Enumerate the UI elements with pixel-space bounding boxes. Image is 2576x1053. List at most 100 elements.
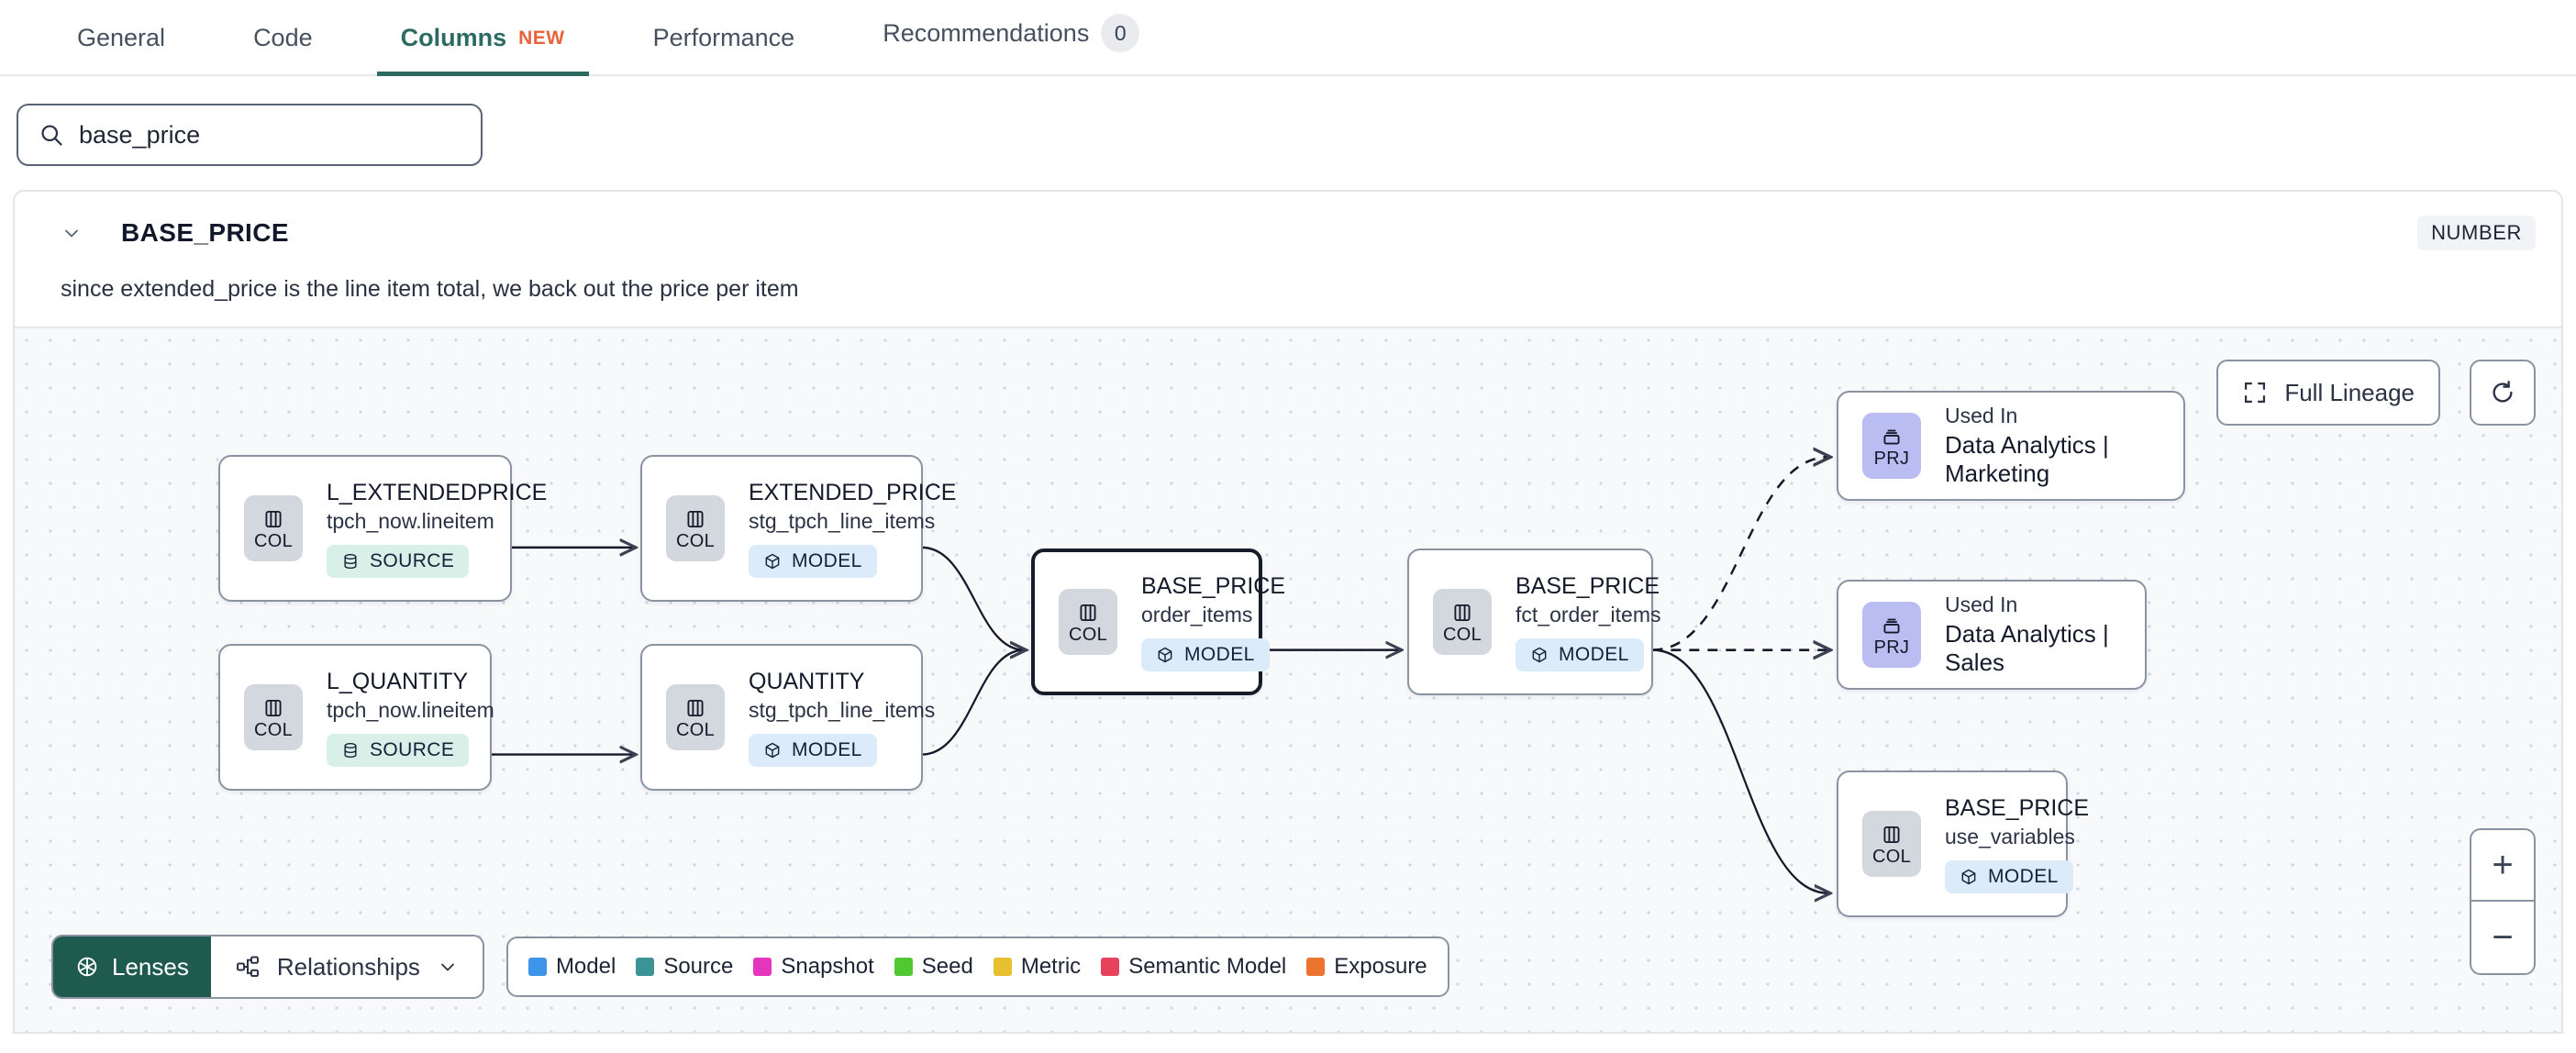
refresh-icon: [2489, 379, 2516, 406]
node-subtitle: use_variables: [1945, 824, 2075, 848]
legend-item-model: Model: [527, 954, 616, 980]
column-icon: [261, 696, 285, 720]
node-kind-pill: MODEL: [1945, 859, 2073, 893]
lenses-group: Lenses Relationships: [51, 935, 484, 999]
search-box[interactable]: [17, 104, 483, 166]
zoom-in-button[interactable]: +: [2471, 830, 2534, 902]
lineage-node-base-price-use-variables[interactable]: COL BASE_PRICE use_variables MODEL: [1837, 770, 2089, 917]
node-subtitle: stg_tpch_line_items: [749, 697, 936, 722]
refresh-button[interactable]: [2470, 360, 2536, 426]
node-title: BASE_PRICE: [1516, 572, 1660, 599]
col-badge: COL: [1059, 589, 1117, 655]
col-badge-label: COL: [253, 719, 294, 740]
lineage-edges: [491, 328, 2561, 1032]
lineage-canvas[interactable]: COL L_EXTENDEDPRICE tpch_now.lineitem SO…: [15, 327, 2561, 1032]
column-panel-header: BASE_PRICE NUMBER since extended_price i…: [15, 192, 2561, 327]
tab-label: Recommendations: [883, 18, 1090, 47]
database-icon: [341, 552, 360, 571]
cube-icon: [1960, 868, 1978, 886]
edge-fct-to-marketing: [1652, 457, 1828, 651]
node-kind-pill: MODEL: [749, 544, 877, 578]
chevron-down-icon[interactable]: [61, 222, 97, 244]
relationships-dropdown[interactable]: Relationships: [211, 937, 483, 997]
cube-icon: [763, 741, 782, 759]
prj-badge: PRJ: [1862, 602, 1921, 668]
node-subtitle: tpch_now.lineitem: [327, 508, 494, 533]
node-body: BASE_PRICE order_items MODEL: [1141, 573, 1285, 671]
column-icon: [1450, 601, 1474, 625]
search-icon: [39, 122, 64, 148]
tab-general[interactable]: General: [53, 24, 189, 74]
tab-columns[interactable]: Columns NEW: [376, 24, 589, 76]
tab-bar: General Code Columns NEW Performance Rec…: [0, 0, 2576, 76]
legend-label: Snapshot: [781, 954, 874, 979]
lineage-node-base-price-fct-order-items[interactable]: COL BASE_PRICE fct_order_items MODEL: [1407, 549, 1661, 695]
node-body: EXTENDED_PRICE stg_tpch_line_items MODEL: [749, 480, 956, 578]
node-title: QUANTITY: [749, 668, 865, 694]
lineage-legend: Model Source Snapshot Seed Metric: [505, 937, 1449, 997]
legend-item-exposure: Exposure: [1306, 954, 1427, 980]
col-badge: COL: [1862, 811, 1921, 877]
node-kind-label: MODEL: [1559, 643, 1629, 665]
legend-item-metric: Metric: [993, 954, 1082, 980]
database-icon: [341, 741, 360, 759]
search-input[interactable]: [79, 120, 461, 150]
lineage-node-extended-price[interactable]: COL EXTENDED_PRICE stg_tpch_line_items M…: [640, 455, 956, 602]
col-badge-label: COL: [1068, 624, 1108, 645]
col-badge-label: COL: [675, 530, 716, 551]
aperture-icon: [75, 955, 99, 979]
legend-label: Semantic Model: [1128, 954, 1287, 979]
node-body: Used In Data Analytics | Sales: [1945, 593, 2121, 677]
column-icon: [1076, 601, 1100, 625]
col-badge: COL: [244, 684, 303, 750]
canvas-bottom-toolbar: Lenses Relationships: [51, 935, 1449, 999]
column-icon: [1880, 823, 1904, 847]
node-body: BASE_PRICE use_variables MODEL: [1945, 795, 2089, 893]
lineage-node-used-in-marketing[interactable]: PRJ Used In Data Analytics | Marketing: [1837, 391, 2185, 501]
edge-extendedprice-to-baseprice: [921, 546, 1025, 650]
col-badge-label: COL: [675, 719, 716, 740]
lineage-node-base-price-order-items[interactable]: COL BASE_PRICE order_items MODEL: [1031, 549, 1285, 695]
tab-recommendations[interactable]: Recommendations 0: [859, 14, 1163, 74]
node-body: QUANTITY stg_tpch_line_items MODEL: [749, 669, 935, 767]
legend-label: Metric: [1020, 954, 1082, 979]
node-title: EXTENDED_PRICE: [749, 479, 957, 505]
legend-swatch: [753, 958, 772, 976]
column-description: since extended_price is the line item to…: [61, 276, 799, 302]
legend-swatch: [527, 958, 547, 976]
relationships-label: Relationships: [276, 952, 420, 981]
node-body: BASE_PRICE fct_order_items MODEL: [1516, 573, 1661, 671]
node-title: L_QUANTITY: [327, 668, 469, 694]
lineage-node-used-in-sales[interactable]: PRJ Used In Data Analytics | Sales: [1837, 580, 2147, 690]
legend-swatch: [1101, 958, 1120, 976]
tab-performance[interactable]: Performance: [629, 24, 819, 74]
node-kind-label: SOURCE: [370, 738, 455, 760]
col-badge-label: COL: [1442, 624, 1482, 645]
node-kind-pill: MODEL: [1516, 637, 1644, 671]
node-body: Used In Data Analytics | Marketing: [1945, 404, 2160, 488]
zoom-controls[interactable]: + −: [2470, 828, 2536, 975]
lenses-label: Lenses: [112, 952, 189, 981]
node-kind-label: MODEL: [1184, 643, 1255, 665]
tab-code[interactable]: Code: [229, 24, 337, 74]
lineage-node-l-quantity[interactable]: COL L_QUANTITY tpch_now.lineitem SOURCE: [218, 644, 494, 791]
legend-item-semantic-model: Semantic Model: [1101, 954, 1286, 980]
node-project-name: Data Analytics | Marketing: [1945, 431, 2109, 487]
node-subtitle: stg_tpch_line_items: [749, 508, 936, 533]
lineage-node-quantity[interactable]: COL QUANTITY stg_tpch_line_items MODEL: [640, 644, 935, 791]
lenses-button[interactable]: Lenses: [53, 937, 211, 997]
zoom-out-button[interactable]: −: [2492, 916, 2514, 958]
column-icon: [683, 507, 707, 531]
legend-label: Source: [663, 954, 734, 979]
column-icon: [683, 696, 707, 720]
legend-label: Model: [555, 954, 616, 979]
node-subtitle: tpch_now.lineitem: [327, 697, 494, 722]
full-lineage-label: Full Lineage: [2284, 378, 2415, 406]
node-kind-label: MODEL: [1988, 865, 2059, 887]
lineage-node-l-extendedprice[interactable]: COL L_EXTENDEDPRICE tpch_now.lineitem SO…: [218, 455, 547, 602]
node-kind-label: SOURCE: [370, 549, 455, 571]
node-subtitle: order_items: [1141, 602, 1253, 626]
full-lineage-button[interactable]: Full Lineage: [2216, 360, 2440, 426]
tab-new-badge: NEW: [518, 27, 565, 49]
tab-label: Performance: [652, 24, 795, 51]
